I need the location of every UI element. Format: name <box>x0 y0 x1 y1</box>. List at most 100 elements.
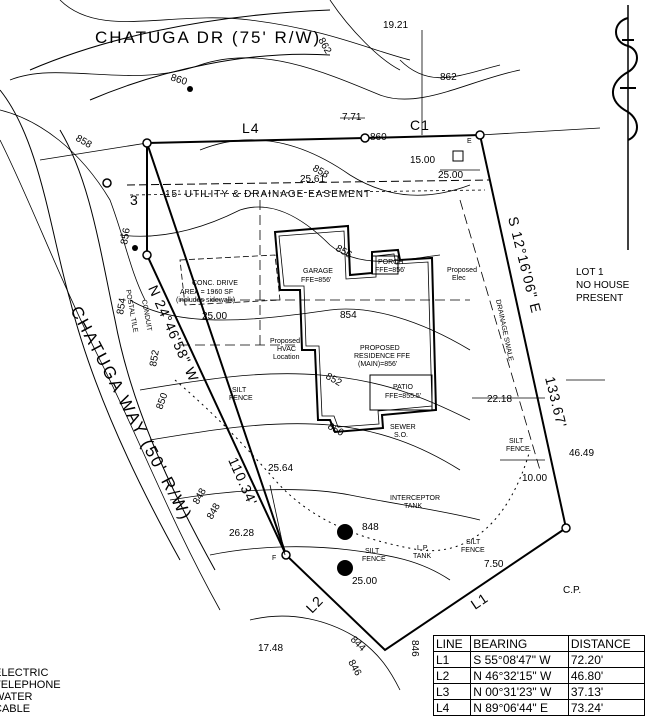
contour-label: 862 <box>315 36 333 56</box>
contour-label: 844 <box>348 634 368 654</box>
extension-line <box>479 127 601 136</box>
contour-line <box>149 423 461 471</box>
contour-label: 852 <box>324 371 344 389</box>
silt-fence-label: SILT <box>365 548 380 555</box>
dimension-label: 46.49 <box>569 448 594 459</box>
silt-fence-label: SILT <box>509 438 524 445</box>
hvac-label: HVAC <box>277 346 296 353</box>
line-table-header-cell: LINE <box>432 635 472 652</box>
street-edge <box>89 53 331 101</box>
contour-line <box>249 615 401 691</box>
segment-label-c1: C1 <box>410 117 430 133</box>
lot-label-line2: NO HOUSE <box>576 280 630 291</box>
silt-fence-label: FENCE <box>362 556 386 563</box>
contour-label: 846 <box>409 640 420 657</box>
tree-icon <box>337 560 353 576</box>
table-cell: L1 <box>432 651 472 668</box>
contour-line <box>329 0 401 71</box>
contour-label: 854 <box>340 310 357 321</box>
porch-rect <box>371 255 399 275</box>
garage-label: FFE=856' <box>301 277 331 284</box>
contour-label: 848 <box>205 501 223 521</box>
utility-marker-icon <box>102 178 112 188</box>
contour-label: 846 <box>345 658 363 678</box>
sewer-label: SEWER <box>390 424 416 431</box>
legend-item: CABLE <box>0 703 31 715</box>
dimension-label: 15.00 <box>410 155 435 166</box>
table-cell: L3 <box>432 683 472 700</box>
corner-marker <box>475 130 485 140</box>
north-arrow-icon <box>612 5 638 250</box>
elec-box-icon <box>452 150 464 162</box>
cp-label: C.P. <box>563 585 581 596</box>
contour-label: 852 <box>148 349 162 368</box>
interceptor-label: TANK <box>404 503 422 510</box>
residence-label: PROPOSED <box>360 345 400 352</box>
corner-marker <box>360 133 370 143</box>
easement-label: 15' UTILITY & DRAINAGE EASEMENT <box>165 189 371 200</box>
dimension-label: 25.00 <box>352 576 377 587</box>
contour-line <box>0 139 221 611</box>
street-edge <box>29 9 331 71</box>
e-marker-label: E <box>467 138 472 145</box>
extension-line <box>39 142 148 161</box>
dimension-line <box>269 484 286 556</box>
dimension-label: 26.28 <box>229 528 254 539</box>
contour-label: 850 <box>154 391 170 411</box>
porch-label: FFE=856' <box>375 267 405 274</box>
contour-label: 856 <box>119 227 133 246</box>
table-cell: N 89°06'44" E <box>470 699 569 716</box>
dimension-label: 25.61 <box>300 174 325 185</box>
dimension-label: 10.00 <box>522 473 547 484</box>
street-edge <box>59 129 216 571</box>
patio-rect <box>369 374 433 411</box>
interceptor-label: INTERCEPTOR <box>390 495 440 502</box>
contour-label: 848 <box>362 522 379 533</box>
dimension-label: 19.21 <box>383 20 408 31</box>
contour-line <box>169 489 481 521</box>
legend-item: ELECTRIC <box>0 667 49 679</box>
contour-line <box>9 57 521 100</box>
utility-marker-icon <box>187 86 193 92</box>
patio-label: FFE=855.5' <box>385 393 421 400</box>
line-table: LINE BEARING DISTANCE L1 S 55°08'47" W 7… <box>432 635 646 716</box>
dimension-label: 22.18 <box>487 394 512 405</box>
house-outline <box>273 224 438 434</box>
contour-line <box>0 109 146 301</box>
lot-label-line1: LOT 1 <box>576 267 604 278</box>
easement-line <box>126 179 491 186</box>
f-marker-label: F <box>272 555 276 562</box>
lp-tank-label: TANK <box>413 553 431 560</box>
table-cell: 37.13' <box>567 683 646 700</box>
corner-marker <box>142 138 152 148</box>
street-label-chatuga-dr: CHATUGA DR (75' R/W) <box>95 28 321 47</box>
residence-label: RESIDENCE FFE <box>354 353 410 360</box>
segment-label-l2: L2 <box>303 592 327 616</box>
dimension-label: 7.71 <box>342 112 362 123</box>
sewer-label: S.O. <box>394 432 408 439</box>
contour-label: 848 <box>191 486 209 506</box>
table-cell: L4 <box>432 699 472 716</box>
elec-label: Elec <box>452 275 466 282</box>
table-cell: 46.80' <box>567 667 646 684</box>
table-row: L4 N 89°06'44" E 73.24' <box>432 699 646 716</box>
contour-line <box>129 299 471 351</box>
table-row: L3 N 00°31'23" W 37.13' <box>432 683 646 700</box>
hvac-label: Proposed <box>270 338 300 345</box>
lot-label-line3: PRESENT <box>576 293 623 304</box>
table-cell: S 55°08'47" W <box>470 651 569 668</box>
table-row: L1 S 55°08'47" W 72.20' <box>432 651 646 668</box>
silt-fence-label: SILT <box>232 387 247 394</box>
table-row: L2 N 46°32'15" W 46.80' <box>432 667 646 684</box>
east-bearing-label: S 12°16'06" E <box>505 215 545 315</box>
contour-label: 858 <box>74 133 94 151</box>
contour-line <box>209 546 451 581</box>
table-cell: N 46°32'15" W <box>470 667 569 684</box>
corner-marker <box>561 523 571 533</box>
utility-legend: ELECTRIC TELEPHONE WATER CABLE <box>0 667 61 715</box>
silt-fence-label: SILT <box>466 539 481 546</box>
corner-marker <box>142 250 152 260</box>
contour-label: 860 <box>370 132 387 143</box>
garage-label: GARAGE <box>303 268 333 275</box>
contour-label: 854 <box>115 297 129 316</box>
